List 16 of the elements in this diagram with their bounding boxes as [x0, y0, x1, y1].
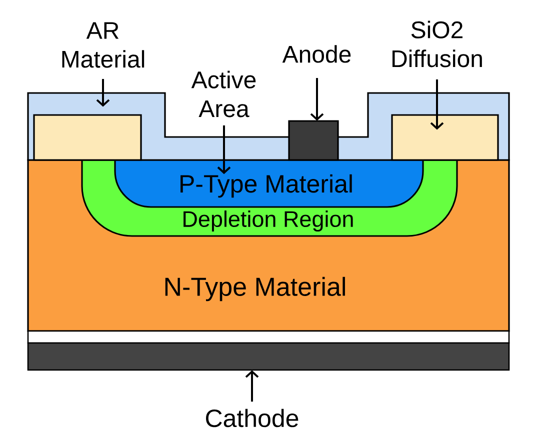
arrow	[217, 125, 231, 174]
oxide-block	[33, 114, 142, 161]
anode-contact	[288, 120, 339, 161]
oxide-block	[391, 114, 499, 161]
callout-label: Anode	[282, 45, 351, 63]
callout-label: Active Area	[191, 70, 256, 118]
p-type-region: P-Type Material	[114, 159, 424, 208]
arrow	[96, 78, 110, 107]
callout-label: AR Material	[62, 22, 144, 68]
contact-layer	[27, 330, 510, 344]
arrow	[245, 370, 259, 402]
arrow	[430, 79, 444, 130]
callout-label: SiO2 Diffusion	[392, 20, 482, 68]
callout-label: Cathode	[206, 408, 298, 428]
arrow	[310, 78, 324, 121]
cathode-contact	[27, 342, 510, 371]
